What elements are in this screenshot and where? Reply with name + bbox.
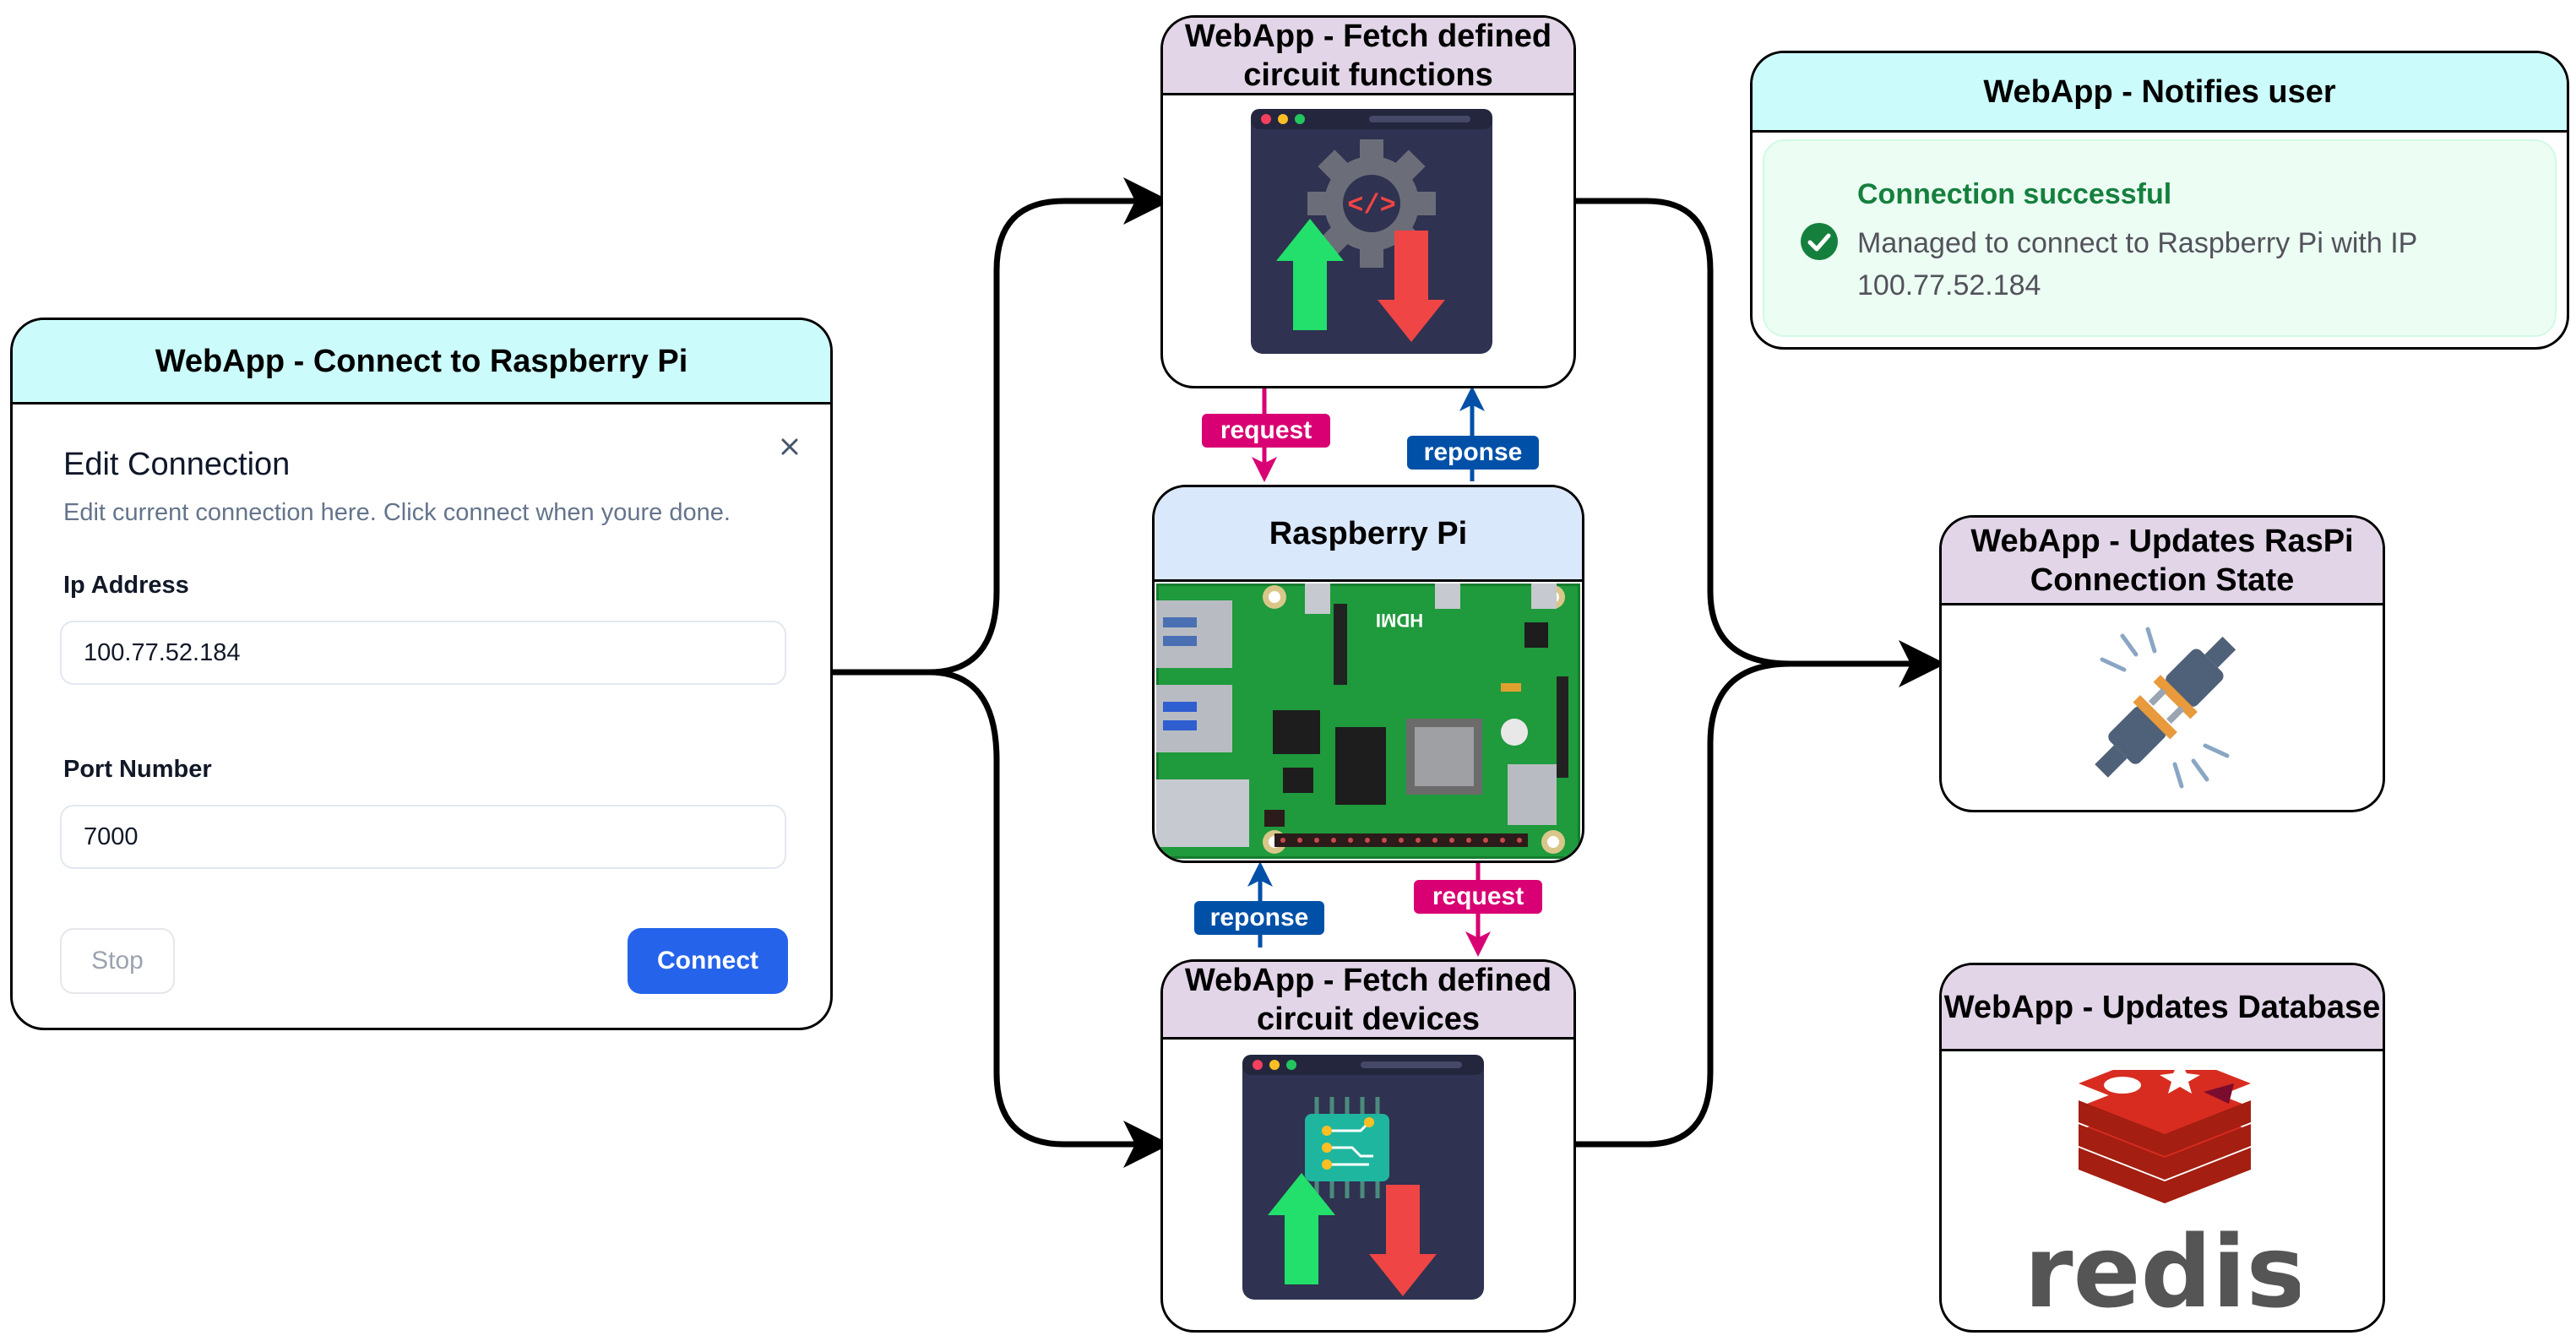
response-label-top: reponse [1407,436,1539,470]
stop-button[interactable]: Stop [60,928,175,994]
gear-code-window-icon: </> [1251,109,1492,354]
ip-address-label: Ip Address [63,572,189,599]
wire-functions-to-state [1576,198,1946,687]
wire-to-devices [833,669,1171,1168]
notify-card-title: WebApp - Notifies user [1753,53,2567,133]
toast-title: Connection successful [1857,178,2172,210]
notify-card: WebApp - Notifies user Connection succes… [1750,51,2569,350]
close-icon[interactable] [773,430,807,464]
db-card-title: WebApp - Updates Database [1942,965,2383,1051]
dialog-title: Edit Connection [63,447,291,482]
raspberry-pi-board: HDMI [1156,584,1580,859]
svg-text:</>: </> [1347,190,1396,221]
port-number-label: Port Number [63,756,212,783]
request-label-top: request [1202,414,1330,448]
functions-card: WebApp - Fetch defined circuit functions… [1160,15,1576,388]
redis-wordmark: redis [2030,1213,2300,1323]
redis-logo: redis [2030,1070,2300,1323]
request-label-bottom: request [1414,880,1542,914]
connect-card-title: WebApp - Connect to Raspberry Pi [13,320,830,404]
port-number-input[interactable]: 7000 [60,805,786,869]
check-circle-icon [1801,223,1838,260]
connect-card: WebApp - Connect to Raspberry Pi Edit Co… [10,318,833,1030]
raspi-card: Raspberry Pi HDMI [1152,485,1584,863]
functions-card-title: WebApp - Fetch defined circuit functions [1163,18,1573,95]
connect-button[interactable]: Connect [628,928,788,994]
toast-message: Managed to connect to Raspberry Pi with … [1857,227,2417,301]
devices-card: WebApp - Fetch defined circuit devices [1160,959,1576,1333]
wire-devices-to-state [1576,660,1791,1148]
dialog-description: Edit current connection here. Click conn… [63,499,731,526]
response-label-bottom: reponse [1194,901,1324,935]
wire-to-functions [833,177,1171,676]
hdmi-text: HDMI [1376,610,1423,631]
chip-window-icon [1242,1055,1484,1300]
plug-connection-icon [2095,627,2236,789]
db-card: WebApp - Updates Database redis [1939,963,2385,1333]
state-card: WebApp - Updates RasPi Connection State [1939,515,2385,812]
success-toast: Connection successful Managed to connect… [1763,139,2557,337]
raspi-card-title: Raspberry Pi [1155,487,1582,582]
state-card-title: WebApp - Updates RasPi Connection State [1942,518,2383,605]
ip-address-input[interactable]: 100.77.52.184 [60,621,786,685]
devices-card-title: WebApp - Fetch defined circuit devices [1163,962,1573,1040]
